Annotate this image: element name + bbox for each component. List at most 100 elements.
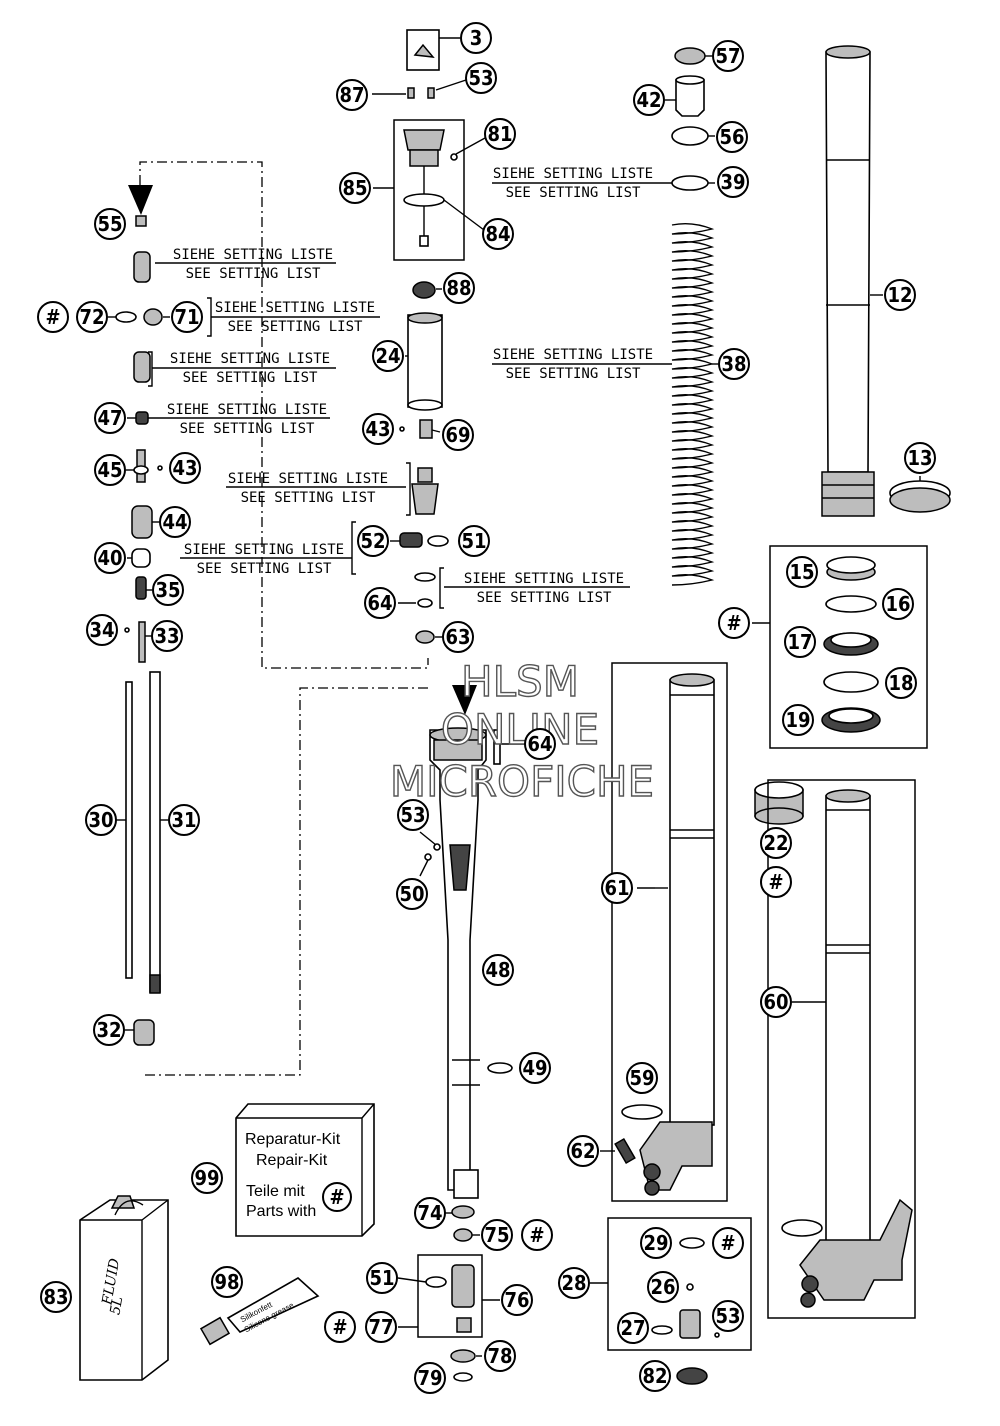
part-51-ring xyxy=(427,535,449,547)
part-44-spring xyxy=(131,505,160,539)
svg-text:29: 29 xyxy=(643,1231,668,1255)
part-60-inner-tube xyxy=(799,789,913,1308)
callout-hash-bushings: # xyxy=(718,607,750,639)
callout-43-center: 43 xyxy=(362,413,394,445)
callout-47: 47 xyxy=(94,402,126,434)
svg-text:43: 43 xyxy=(172,456,197,480)
svg-text:33: 33 xyxy=(154,624,179,648)
svg-text:64: 64 xyxy=(527,732,552,756)
part-40-cup xyxy=(127,548,151,568)
callout-hash-29: # xyxy=(712,1227,744,1259)
svg-text:31: 31 xyxy=(171,808,196,832)
callout-29: 29 xyxy=(640,1227,672,1259)
callout-26: 26 xyxy=(647,1271,679,1303)
part-38-main-spring xyxy=(671,222,718,586)
svg-text:51: 51 xyxy=(461,529,486,553)
watermark-line-3: MICROFICHE xyxy=(390,757,654,806)
part-32-nut xyxy=(125,1019,155,1046)
svg-text:28: 28 xyxy=(561,1271,586,1295)
svg-text:77: 77 xyxy=(368,1315,393,1339)
callout-61: 61 xyxy=(601,872,633,904)
callout-78: 78 xyxy=(484,1340,516,1372)
svg-text:#: # xyxy=(45,305,60,329)
part-47-nut xyxy=(127,411,149,425)
note-4-de: SIEHE SETTING LISTE xyxy=(167,402,327,418)
svg-text:53: 53 xyxy=(715,1304,740,1328)
callout-hash-22: # xyxy=(760,866,792,898)
part-85-box xyxy=(393,119,465,261)
callout-77: 77 xyxy=(365,1311,397,1343)
svg-text:38: 38 xyxy=(721,352,746,376)
callout-30: 30 xyxy=(85,804,117,836)
callout-85: 85 xyxy=(339,172,371,204)
part-28-kit-parts xyxy=(651,1237,720,1339)
svg-text:45: 45 xyxy=(97,458,122,482)
svg-text:30: 30 xyxy=(88,808,113,832)
callout-hash-75: # xyxy=(521,1219,553,1251)
svg-text:35: 35 xyxy=(155,578,180,602)
callout-53-top: 53 xyxy=(465,62,497,94)
grease-tube-label: Silikonfett Silicone grease xyxy=(239,1300,296,1335)
svg-text:64: 64 xyxy=(367,591,392,615)
kit-line-1: Reparatur-Kit xyxy=(245,1131,341,1148)
svg-text:#: # xyxy=(529,1223,544,1247)
svg-text:#: # xyxy=(720,1231,735,1255)
note-8-en: SEE SETTING LIST xyxy=(506,185,641,201)
callout-16: 16 xyxy=(882,588,914,620)
svg-text:24: 24 xyxy=(375,344,400,368)
callout-13: 13 xyxy=(904,442,936,474)
svg-text:76: 76 xyxy=(504,1288,529,1312)
svg-text:78: 78 xyxy=(487,1344,512,1368)
part-midvalve-stack xyxy=(411,467,439,515)
svg-text:3: 3 xyxy=(470,26,483,50)
svg-text:51: 51 xyxy=(369,1266,394,1290)
callout-hash-left: # xyxy=(37,301,69,333)
svg-text:59: 59 xyxy=(629,1066,654,1090)
part-61-box xyxy=(611,662,728,1202)
callout-19: 19 xyxy=(782,704,814,736)
svg-text:71: 71 xyxy=(174,305,199,329)
part-cartridge-arrow xyxy=(452,685,477,715)
part-63-nut xyxy=(415,630,442,644)
part-48-cartridge-tube xyxy=(429,727,490,1199)
note-9-de: SIEHE SETTING LISTE xyxy=(493,347,653,363)
callout-81: 81 xyxy=(484,118,516,150)
note-6-en: SEE SETTING LIST xyxy=(197,561,332,577)
svg-text:42: 42 xyxy=(636,88,661,112)
part-39-ring xyxy=(671,175,715,191)
svg-text:#: # xyxy=(726,611,741,635)
svg-text:49: 49 xyxy=(522,1056,547,1080)
callout-15: 15 xyxy=(786,556,818,588)
note-1-de: SIEHE SETTING LISTE xyxy=(173,247,333,263)
svg-text:44: 44 xyxy=(162,510,187,534)
callout-24: 24 xyxy=(372,340,404,372)
repair-kit-text: Reparatur-Kit Repair-Kit Teile mit Parts… xyxy=(245,1131,341,1220)
kit-line-3: Teile mit xyxy=(246,1183,305,1200)
svg-text:53: 53 xyxy=(468,66,493,90)
svg-text:72: 72 xyxy=(79,305,104,329)
part-60-box xyxy=(767,779,916,1319)
svg-text:81: 81 xyxy=(487,122,512,146)
watermark-line-2: ONLINE xyxy=(441,705,599,754)
part-45-valve-body xyxy=(126,449,163,483)
note-3-en: SEE SETTING LIST xyxy=(183,370,318,386)
svg-text:48: 48 xyxy=(485,958,510,982)
routing-lines xyxy=(139,161,429,1076)
part-28-box xyxy=(607,1217,752,1351)
callout-39: 39 xyxy=(717,166,749,198)
kit-line-2: Repair-Kit xyxy=(256,1152,328,1169)
svg-text:57: 57 xyxy=(715,44,740,68)
part-30-rod xyxy=(116,681,133,979)
svg-text:79: 79 xyxy=(417,1366,442,1390)
callout-40: 40 xyxy=(94,542,126,574)
callout-50: 50 xyxy=(396,878,428,910)
callout-82: 82 xyxy=(639,1360,671,1392)
callout-83: 83 xyxy=(40,1281,72,1313)
callout-99: 99 xyxy=(191,1162,223,1194)
svg-text:55: 55 xyxy=(97,212,122,236)
svg-text:69: 69 xyxy=(445,423,470,447)
svg-text:12: 12 xyxy=(887,283,912,307)
fluid-can xyxy=(79,1195,169,1381)
svg-text:50: 50 xyxy=(399,882,424,906)
